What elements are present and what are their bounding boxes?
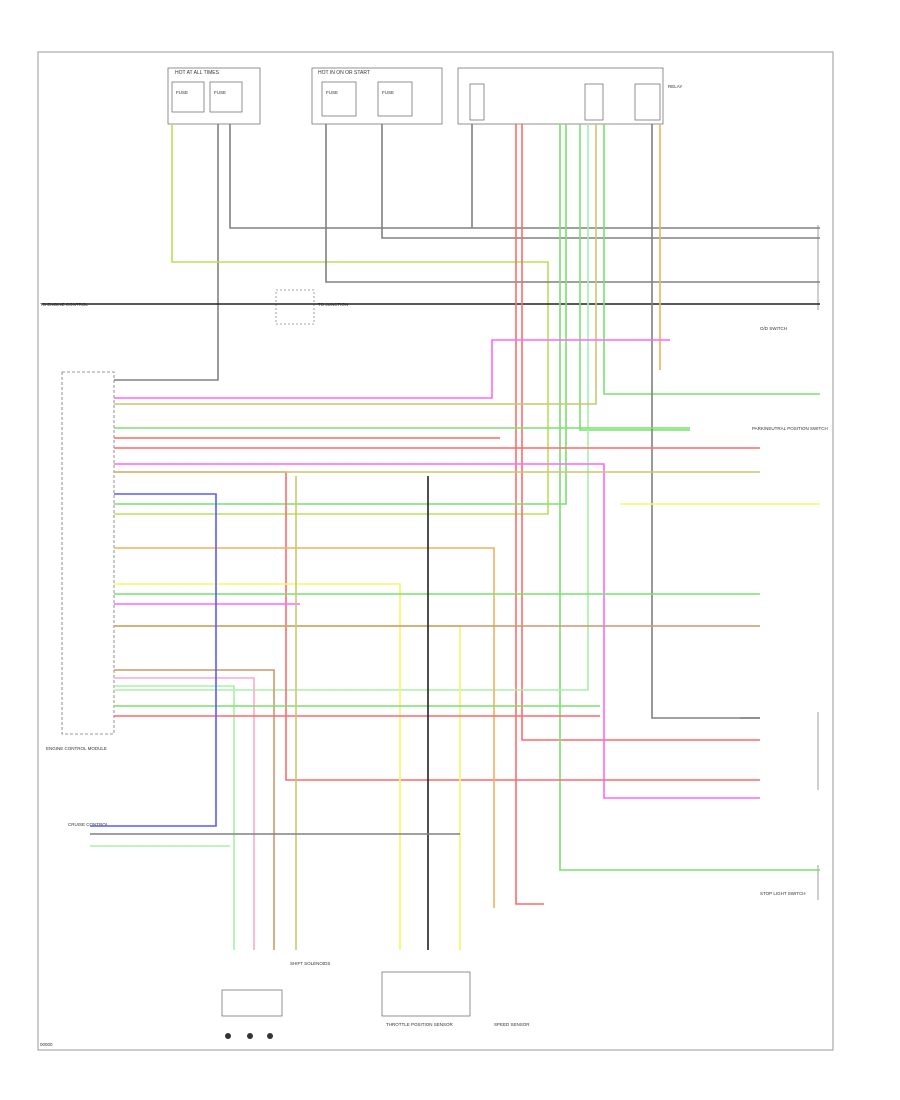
relay-box-right: [457, 67, 664, 125]
solenoid-label: SHIFT SOLENOIDS: [290, 961, 330, 966]
wire-brown-30: [114, 669, 275, 950]
hot-at-all-times-label: HOT AT ALL TIMES: [175, 70, 220, 76]
fuse-box-middle: [311, 67, 443, 125]
fuse-a-box: [171, 81, 205, 113]
od-switch-label: O/D SWITCH: [760, 326, 787, 331]
fuse-b-label: FUSE: [214, 90, 226, 95]
wire-green-9: [559, 124, 820, 871]
wire-grey-0: [114, 124, 219, 381]
wires: [42, 124, 820, 950]
cruise-label: CRUISE CONTROL: [68, 822, 109, 827]
relay-b-box: [584, 83, 604, 121]
fuse-b-box: [209, 81, 243, 113]
fuse-d-box: [377, 81, 413, 117]
wire-red-8: [521, 124, 760, 741]
brake-switch-label: STOP LIGHT SWITCH: [760, 891, 806, 896]
wire-pink-31: [114, 677, 255, 950]
wire-yellow_green-2: [114, 124, 549, 515]
wire-red-7: [515, 124, 544, 905]
relay-box-label: RELAY: [668, 84, 682, 89]
ecm-label: ENGINE CONTROL MODULE: [46, 746, 107, 751]
fuse-c-label: FUSE: [326, 90, 338, 95]
wire-green-14: [603, 124, 820, 395]
relay-c-box: [634, 83, 661, 121]
wire-grey-16: [651, 124, 760, 719]
speed-sensor-label: SPEED SENSOR: [494, 1022, 530, 1027]
fuse-c-box: [321, 81, 357, 117]
wire-grey-4: [381, 124, 820, 239]
wire-green-11: [579, 124, 690, 431]
ground-symbols: [225, 1033, 273, 1039]
fuse-d-label: FUSE: [382, 90, 394, 95]
wire-light_green-12: [114, 124, 589, 691]
wire-yellow-28: [114, 625, 461, 950]
page-code: 00000: [40, 1042, 53, 1047]
wire-orange-24: [114, 547, 495, 908]
wire-magenta-17: [114, 339, 670, 399]
wire-magenta-20: [114, 463, 760, 799]
throttle-sensor-box: [381, 971, 471, 1017]
fuse-a-label: FUSE: [176, 90, 188, 95]
pnp-switch-label: PARK/NEUTRAL POSITION SWITCH: [752, 426, 828, 431]
relay-a-box: [469, 83, 485, 121]
wire-blue-37: [90, 493, 217, 827]
throttle-sensor-label: THROTTLE POSITION SENSOR: [386, 1022, 454, 1027]
wire-grey-3: [325, 124, 820, 283]
wire-yellow-25: [114, 583, 401, 950]
engine-control-module-box: [61, 371, 115, 735]
wire-green-10: [114, 124, 567, 505]
hot-in-on-label: HOT IN ON OR START: [318, 70, 370, 76]
solenoid-connector: [221, 989, 283, 1017]
diagram-frame: [37, 51, 834, 1051]
junction-box: [275, 289, 315, 325]
fuse-box-left: [167, 67, 261, 125]
wire-olive-13: [114, 124, 597, 405]
wire-grey-1: [229, 124, 820, 229]
wire-light_green-32: [114, 685, 235, 950]
